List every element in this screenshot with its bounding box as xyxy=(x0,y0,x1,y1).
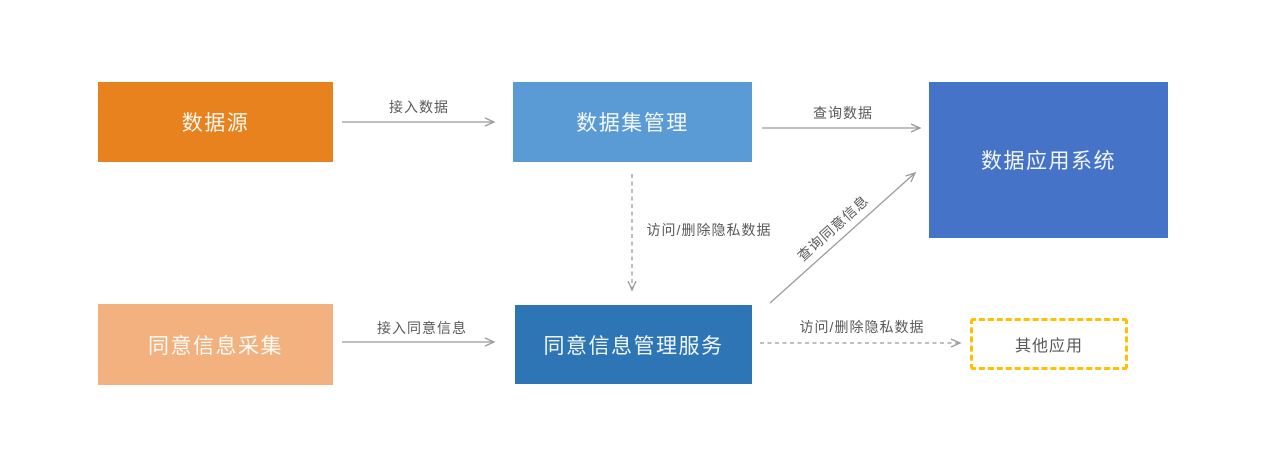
node-consent-info-collection: 同意信息采集 xyxy=(98,304,333,385)
node-data-application-system: 数据应用系统 xyxy=(929,82,1168,238)
edge-label-access-data: 接入数据 xyxy=(389,99,449,115)
node-consent-management-service: 同意信息管理服务 xyxy=(515,305,752,384)
node-dataset-management: 数据集管理 xyxy=(513,82,752,162)
edge-label-access-delete-private: 访问/删除隐私数据 xyxy=(646,222,772,238)
node-other-applications: 其他应用 xyxy=(970,318,1128,370)
edge-label-query-data: 查询数据 xyxy=(813,105,873,121)
arrow-query-consent xyxy=(769,171,917,304)
node-data-source: 数据源 xyxy=(98,82,333,162)
edge-label-access-consent: 接入同意信息 xyxy=(377,320,467,336)
edge-label-access-delete-private2: 访问/删除隐私数据 xyxy=(799,319,925,335)
